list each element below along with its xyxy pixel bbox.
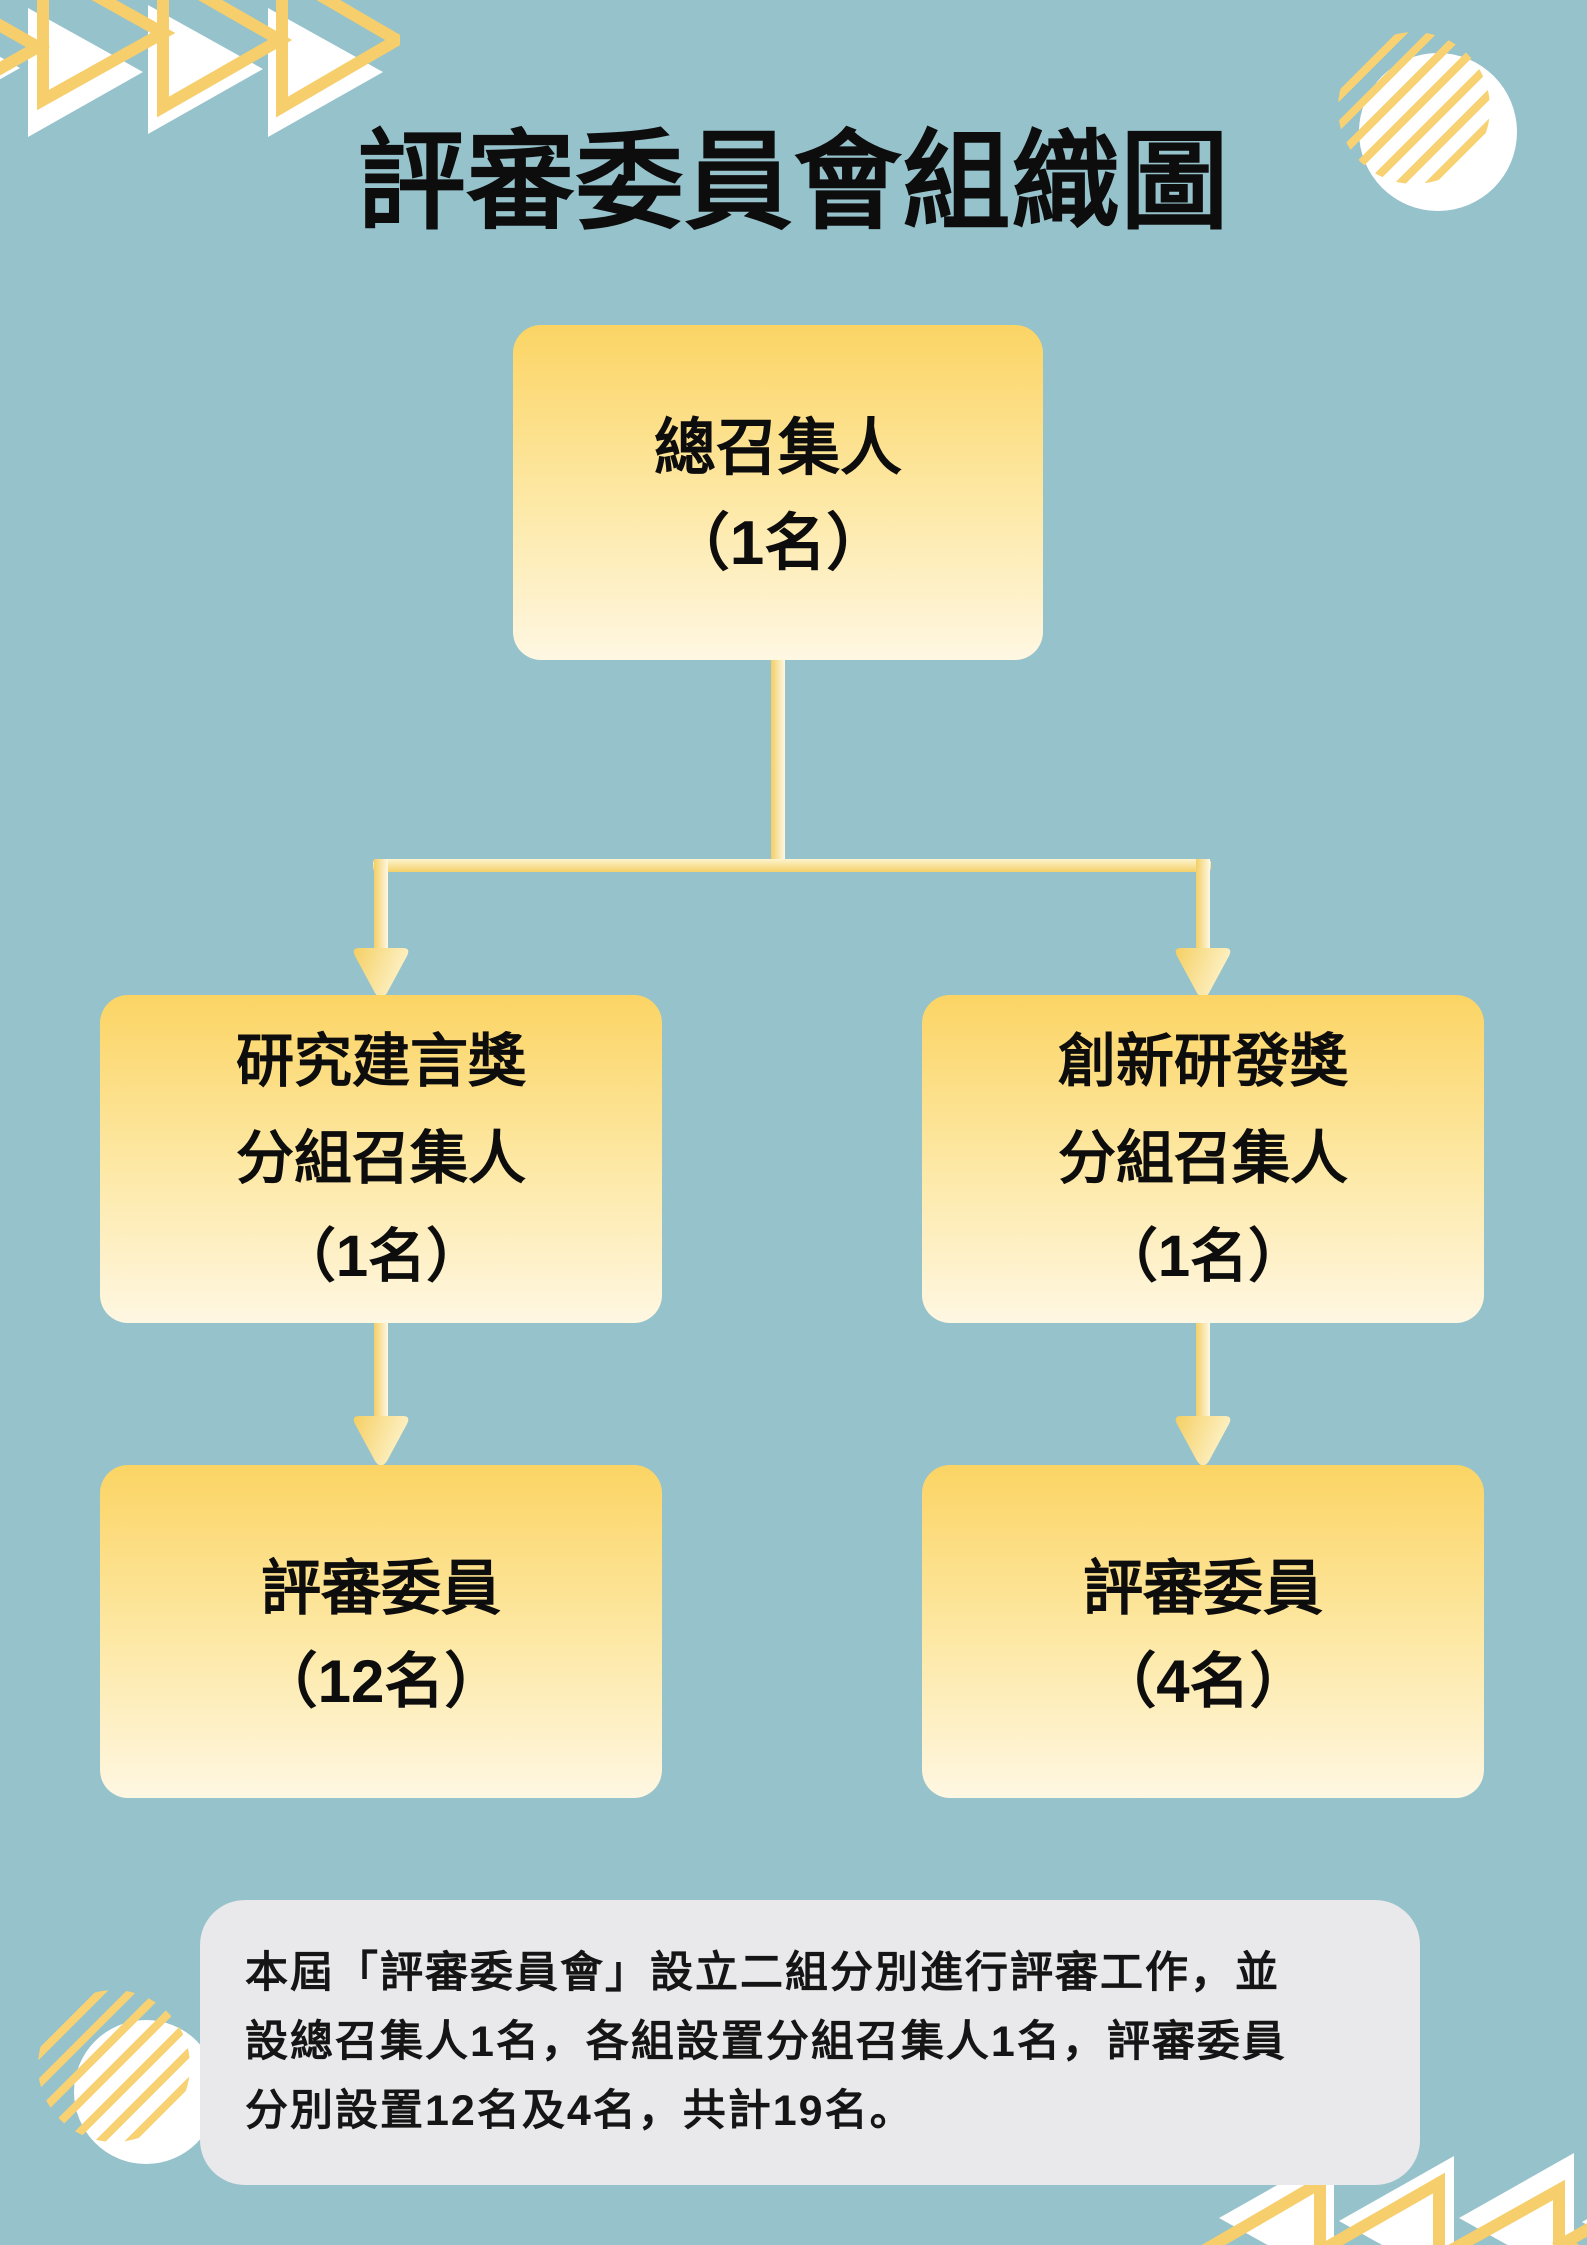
note-line: 設總召集人1名，各組設置分組召集人1名，評審委員	[245, 2018, 1287, 2066]
branch-award-label: 創新研發獎	[1057, 1028, 1348, 1094]
root-box-count: （1名）	[667, 508, 889, 578]
arrow-down-icon	[353, 948, 409, 998]
branch-box-innovation-award: 創新研發獎 分組召集人 （1名）	[922, 995, 1484, 1323]
members-title: 評審委員	[1083, 1554, 1323, 1622]
striped-circle-decoration-bottom-left	[38, 1990, 190, 2142]
page-title: 評審委員會組織圖	[357, 121, 1230, 242]
members-count: （12名）	[257, 1647, 505, 1715]
note-line: 分別設置12名及4名，共計19名。	[245, 2087, 915, 2135]
members-box-research: 評審委員 （12名）	[100, 1465, 662, 1798]
members-title: 評審委員	[261, 1554, 501, 1622]
note-line: 本屆「評審委員會」設立二組分別進行評審工作，並	[245, 1949, 1280, 1997]
branch-count-label: （1名）	[1099, 1223, 1307, 1289]
connector-right-members-stem	[1196, 1320, 1210, 1420]
branch-role-label: 分組召集人	[1057, 1126, 1348, 1192]
connector-horizontal-bar	[373, 859, 1211, 872]
connector-right-drop	[1196, 859, 1210, 954]
summary-note-box: 本屆「評審委員會」設立二組分別進行評審工作，並 設總召集人1名，各組設置分組召集…	[200, 1900, 1420, 2185]
members-count: （4名）	[1096, 1647, 1310, 1715]
branch-box-research-award: 研究建言獎 分組召集人 （1名）	[100, 995, 662, 1323]
root-box-chief-convener: 總召集人 （1名）	[513, 325, 1043, 660]
branch-role-label: 分組召集人	[235, 1126, 526, 1192]
connector-root-stem	[771, 650, 785, 863]
arrow-down-icon	[1175, 1416, 1231, 1466]
connector-left-members-stem	[374, 1320, 388, 1420]
arrow-down-icon	[353, 1416, 409, 1466]
root-box-title: 總召集人	[653, 414, 902, 484]
branch-award-label: 研究建言獎	[235, 1028, 526, 1094]
members-box-innovation: 評審委員 （4名）	[922, 1465, 1484, 1798]
arrow-down-icon	[1175, 948, 1231, 998]
branch-count-label: （1名）	[277, 1223, 485, 1289]
connector-left-drop	[374, 859, 388, 954]
striped-circle-decoration-top-right	[1338, 32, 1490, 184]
